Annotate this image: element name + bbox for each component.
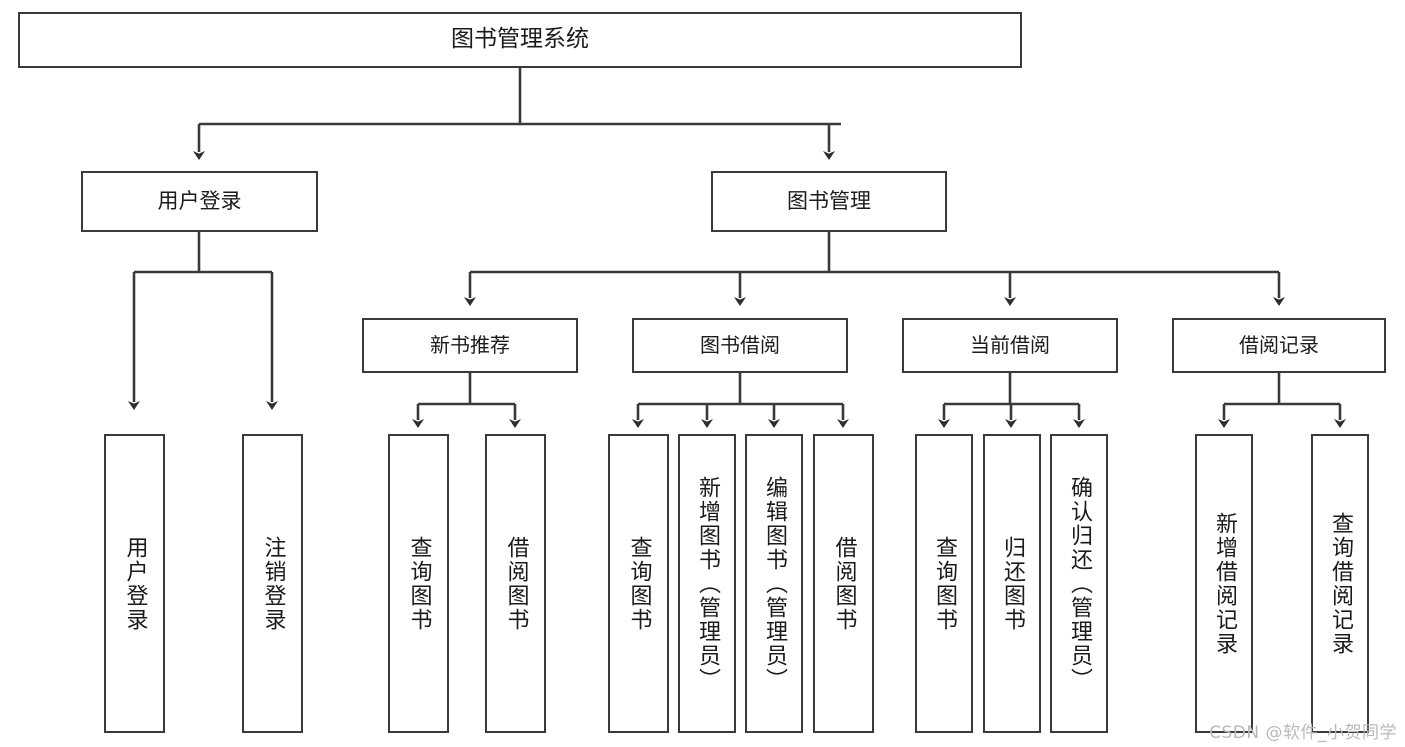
node-borrow-record[interactable]: 借阅记录 [1172, 318, 1386, 373]
node-leaf-borrow-book-2-label: 借阅图书 [831, 535, 857, 632]
node-leaf-add-record-label: 新增借阅记录 [1212, 511, 1237, 656]
node-book-manage-label: 图书管理 [787, 189, 871, 214]
node-root-label: 图书管理系统 [451, 26, 589, 53]
node-leaf-query-record-label: 查询借阅记录 [1328, 511, 1353, 656]
node-book-borrow-label: 图书借阅 [700, 332, 780, 357]
node-leaf-query-book-3-label: 查询图书 [932, 535, 957, 632]
node-leaf-user-login[interactable]: 用户登录 [104, 434, 165, 733]
node-root[interactable]: 图书管理系统 [18, 12, 1022, 68]
node-leaf-borrow-book-1[interactable]: 借阅图书 [485, 434, 546, 733]
node-leaf-query-record[interactable]: 查询借阅记录 [1311, 434, 1369, 733]
node-leaf-user-logout[interactable]: 注销登录 [242, 434, 303, 733]
watermark-text: CSDN @软件_小贺同学 [1209, 723, 1397, 743]
node-leaf-add-record[interactable]: 新增借阅记录 [1195, 434, 1253, 733]
node-new-book-recommend[interactable]: 新书推荐 [362, 318, 578, 373]
node-leaf-query-book-2[interactable]: 查询图书 [608, 434, 669, 733]
node-leaf-user-logout-label: 注销登录 [260, 535, 286, 632]
node-leaf-query-book-3[interactable]: 查询图书 [915, 434, 973, 733]
node-leaf-return-book[interactable]: 归还图书 [983, 434, 1041, 733]
node-leaf-confirm-return-label: 确认归还（管理员） [1067, 475, 1092, 692]
node-book-manage[interactable]: 图书管理 [711, 171, 947, 232]
node-user-login[interactable]: 用户登录 [81, 171, 318, 232]
node-leaf-user-login-label: 用户登录 [122, 535, 148, 632]
node-leaf-query-book-1-label: 查询图书 [406, 535, 432, 632]
node-leaf-query-book-1[interactable]: 查询图书 [388, 434, 449, 733]
node-leaf-confirm-return[interactable]: 确认归还（管理员） [1050, 434, 1108, 733]
node-leaf-borrow-book-2[interactable]: 借阅图书 [813, 434, 874, 733]
node-leaf-query-book-2-label: 查询图书 [626, 535, 652, 632]
node-leaf-add-book-label: 新增图书（管理员） [695, 475, 720, 692]
node-leaf-return-book-label: 归还图书 [1000, 535, 1025, 632]
node-borrow-record-label: 借阅记录 [1239, 332, 1319, 357]
node-book-borrow[interactable]: 图书借阅 [632, 318, 848, 373]
node-leaf-add-book[interactable]: 新增图书（管理员） [678, 434, 736, 733]
node-leaf-borrow-book-1-label: 借阅图书 [503, 535, 529, 632]
node-leaf-edit-book[interactable]: 编辑图书（管理员） [745, 434, 803, 733]
node-user-login-label: 用户登录 [157, 189, 242, 214]
node-current-borrow-label: 当前借阅 [970, 332, 1050, 357]
node-new-book-recommend-label: 新书推荐 [430, 332, 510, 357]
node-leaf-edit-book-label: 编辑图书（管理员） [762, 475, 787, 692]
node-current-borrow[interactable]: 当前借阅 [902, 318, 1118, 373]
